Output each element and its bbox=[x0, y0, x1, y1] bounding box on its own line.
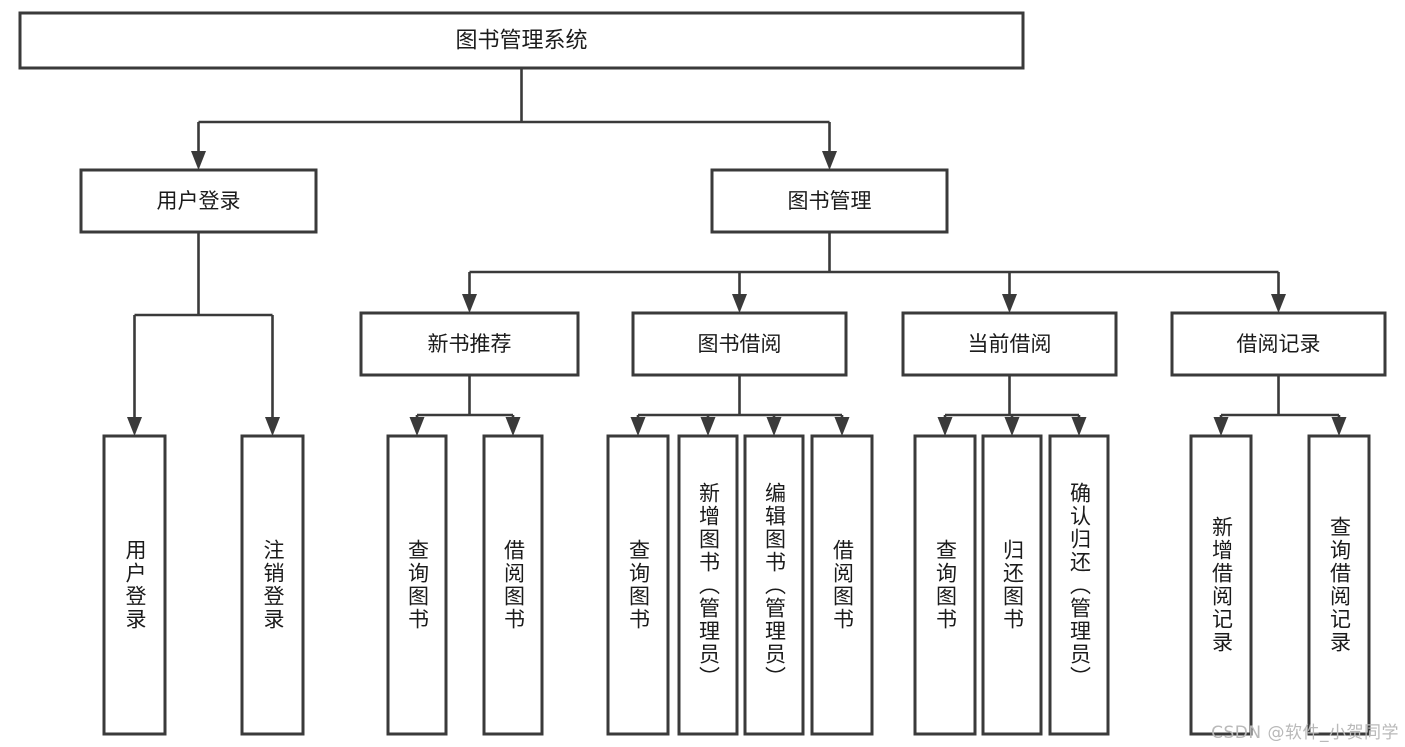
node-leaf-box-3[interactable] bbox=[482, 434, 544, 736]
arrow-head-icon bbox=[265, 417, 280, 436]
arrow-head-icon bbox=[1004, 417, 1020, 436]
arrow-head-icon bbox=[700, 417, 716, 436]
arrow-head-icon bbox=[834, 417, 850, 436]
arrow-head-icon bbox=[462, 294, 477, 313]
node-leaf-box-6[interactable] bbox=[743, 434, 805, 736]
arrow-head-icon bbox=[1331, 417, 1347, 436]
node-level3-label-0: 新书推荐 bbox=[428, 332, 512, 356]
arrow-head-icon bbox=[191, 151, 206, 170]
arrow-head-icon bbox=[127, 417, 142, 436]
node-level3-box-0[interactable] bbox=[359, 311, 580, 377]
node-level2-label-0: 用户登录 bbox=[157, 189, 241, 213]
node-level3-box-3[interactable] bbox=[1170, 311, 1387, 377]
arrow-head-icon bbox=[766, 417, 782, 436]
node-root-label: 图书管理系统 bbox=[455, 29, 587, 54]
node-level3-box-2[interactable] bbox=[901, 311, 1118, 377]
node-boxes-group bbox=[18, 11, 1387, 736]
node-leaf-box-11[interactable] bbox=[1189, 434, 1253, 736]
arrow-head-icon bbox=[1071, 417, 1087, 436]
node-leaf-box-8[interactable] bbox=[913, 434, 977, 736]
csdn-watermark: CSDN @软件_小贺同学 bbox=[1211, 723, 1399, 743]
connector-edges-group bbox=[127, 68, 1347, 436]
arrow-head-icon bbox=[822, 151, 837, 170]
node-level3-label-2: 当前借阅 bbox=[968, 332, 1052, 356]
node-leaf-box-7[interactable] bbox=[810, 434, 874, 736]
arrow-head-icon bbox=[937, 417, 953, 436]
node-level3-label-1: 图书借阅 bbox=[698, 332, 782, 356]
arrow-head-icon bbox=[505, 417, 521, 436]
node-leaf-box-0[interactable] bbox=[102, 434, 167, 736]
arrow-head-icon bbox=[732, 294, 747, 313]
node-level3-label-3: 借阅记录 bbox=[1237, 332, 1321, 356]
node-leaf-box-2[interactable] bbox=[386, 434, 448, 736]
node-level2-box-1[interactable] bbox=[710, 168, 949, 234]
node-level2-box-0[interactable] bbox=[79, 168, 318, 234]
arrow-head-icon bbox=[409, 417, 425, 436]
arrow-head-icon bbox=[1002, 294, 1017, 313]
node-leaf-box-5[interactable] bbox=[677, 434, 739, 736]
node-leaf-box-10[interactable] bbox=[1048, 434, 1110, 736]
arrow-head-icon bbox=[1271, 294, 1286, 313]
node-root-box[interactable] bbox=[18, 11, 1025, 70]
node-level3-box-1[interactable] bbox=[631, 311, 848, 377]
arrow-head-icon bbox=[1213, 417, 1229, 436]
node-leaf-box-9[interactable] bbox=[981, 434, 1043, 736]
node-leaf-box-12[interactable] bbox=[1307, 434, 1371, 736]
node-level2-label-1: 图书管理 bbox=[788, 189, 872, 213]
arrow-head-icon bbox=[630, 417, 646, 436]
node-leaf-box-4[interactable] bbox=[606, 434, 670, 736]
node-leaf-box-1[interactable] bbox=[240, 434, 305, 736]
